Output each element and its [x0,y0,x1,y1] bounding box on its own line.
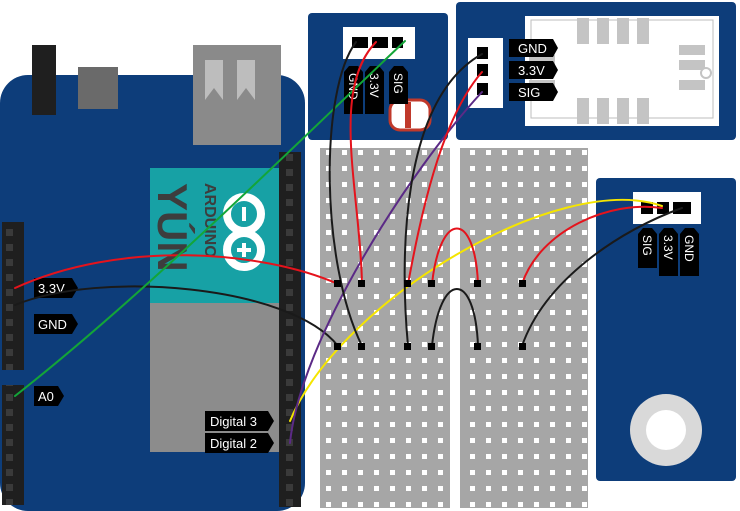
pin-label-gnd: GND [34,314,78,334]
wires [14,40,683,444]
wire-endpoints [334,280,526,350]
svg-text:A0: A0 [38,389,54,404]
wire-jumper-red [431,227,479,285]
svg-text:GND: GND [38,317,67,332]
svg-text:Digital 3: Digital 3 [210,414,257,429]
breadboard [320,148,588,508]
sensor-top-left: GND 3.3V SIG [308,13,448,140]
sensor-right-pin-3v3: 3.3V [659,228,678,276]
sensor-right-pin-gnd: GND [680,228,699,276]
pin-label-digital-3: Digital 3 [205,411,274,431]
wire-3v3-red [14,254,339,289]
pin-label-digital-2: Digital 2 [205,433,274,453]
pin-label-a0: A0 [34,386,64,406]
svg-text:Digital 2: Digital 2 [210,436,257,451]
arduino-board: ARDUINO YÚN 3.3V GND A0 [0,45,305,511]
wire-tl-gnd-black [328,41,363,347]
svg-text:SIG: SIG [640,235,654,256]
usb-connector [193,45,281,145]
sensor-top-right-pin-3v3: 3.3V [509,61,558,79]
wire-d3-yellow [289,198,663,422]
svg-text:SIG: SIG [518,85,540,100]
wire-r-gnd-black [521,207,683,347]
reset-button [78,67,118,109]
pin-label-3v3: 3.3V [34,278,78,298]
sensor-top-right-pin-sig: SIG [509,83,558,101]
svg-text:GND: GND [518,41,547,56]
svg-text:3.3V: 3.3V [367,73,381,98]
wire-jumper-black [431,288,479,347]
brand-name-bottom: YÚN [149,183,197,272]
wire-r-3v3-red [521,205,663,285]
sensor-top-right-pin-gnd: GND [509,39,558,57]
wire-a0-green [14,40,406,397]
wire-gnd-black [14,285,339,347]
wire-d2-purple [289,91,483,444]
power-jack [32,45,56,115]
sensor-right: SIG 3.3V GND [596,178,736,481]
wire-tl-3v3-red [349,41,377,285]
sensor-top-right: GND 3.3V SIG [456,2,736,140]
sensor-top-left-pin-sig: SIG [389,66,408,104]
svg-text:SIG: SIG [391,73,405,94]
wire-tr-3v3-red [407,71,483,285]
svg-text:GND: GND [682,235,696,262]
svg-text:3.3V: 3.3V [661,235,675,260]
arduino-logo: ARDUINO YÚN [149,168,280,303]
brand-name-top: ARDUINO [201,183,218,258]
svg-text:3.3V: 3.3V [518,63,545,78]
sensor-right-pin-sig: SIG [638,228,657,268]
sensor-top-left-pin-3v3: 3.3V [365,66,384,114]
infinity-logo-icon [223,193,265,271]
wire-tr-gnd-black [403,53,483,347]
